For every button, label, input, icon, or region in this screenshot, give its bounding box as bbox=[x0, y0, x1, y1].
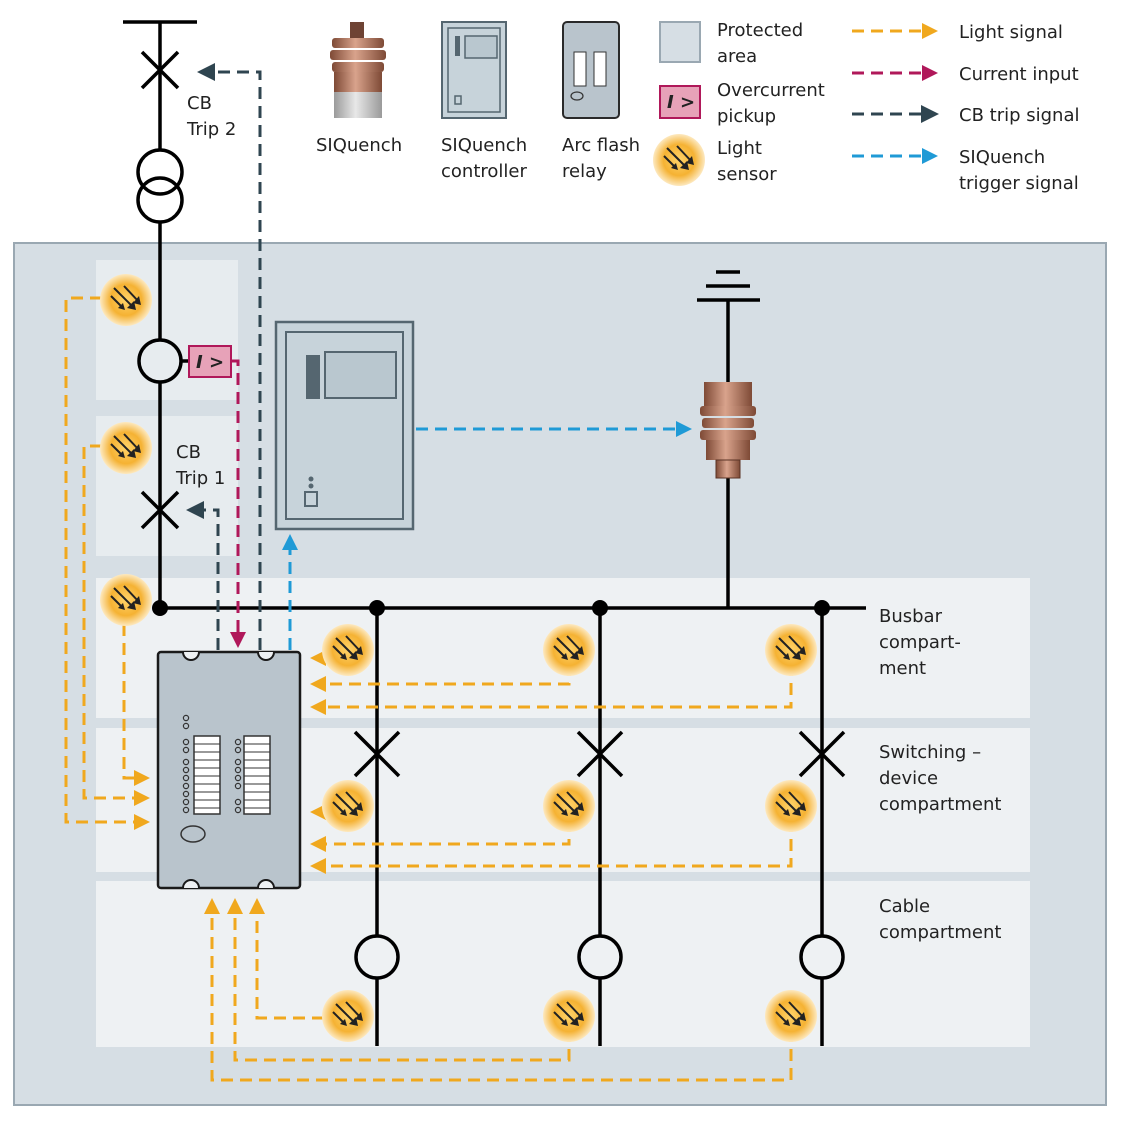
cb-trip2-signal bbox=[197, 63, 262, 650]
controller-legend-icon bbox=[441, 21, 507, 119]
light-sensor-busbar-3 bbox=[764, 623, 818, 677]
light-sensor-busbar-1 bbox=[321, 623, 375, 677]
cb-trip1-label: CB bbox=[176, 442, 201, 463]
legend-relay-label: Arc flash bbox=[562, 135, 640, 156]
light-sensor-busbar-left bbox=[99, 573, 153, 627]
switching-compartment-label: Switching – bbox=[879, 742, 981, 763]
light-sensor-switching-1 bbox=[321, 779, 375, 833]
busbar-compartment-label: Busbar bbox=[879, 606, 943, 627]
light-sensor-cable-3 bbox=[764, 989, 818, 1043]
legend-siquench-trigger-label-2: trigger signal bbox=[959, 173, 1079, 194]
light-signal-cable-1 bbox=[249, 898, 324, 1020]
cb-trip2-label-2: Trip 2 bbox=[186, 119, 236, 140]
light-sensor-upper bbox=[99, 273, 153, 327]
light-sensor-trip1 bbox=[99, 421, 153, 475]
siquench-controller bbox=[274, 320, 415, 531]
legend-overcurrent-label-2: pickup bbox=[717, 106, 776, 127]
overcurrent-pickup-swatch bbox=[659, 85, 701, 119]
light-sensor-switching-3 bbox=[764, 779, 818, 833]
cb-trip1-label-2: Trip 1 bbox=[175, 468, 225, 489]
light-sensor-cable-2 bbox=[542, 989, 596, 1043]
light-signal-trip1-sensor bbox=[82, 444, 150, 806]
legend-controller-label: SIQuench bbox=[441, 135, 527, 156]
light-sensor-legend-icon bbox=[652, 133, 706, 187]
overcurrent-pickup-symbol: I > bbox=[196, 352, 224, 373]
legend-light-sensor-label: Light bbox=[717, 138, 762, 159]
legend-controller-label-2: controller bbox=[441, 161, 527, 182]
legend-cb-trip-signal-label: CB trip signal bbox=[959, 105, 1080, 126]
legend: SIQuench SIQuench controller Arc flash r… bbox=[316, 20, 1080, 194]
light-signal-busbar-3 bbox=[310, 664, 793, 715]
legend-siquench-label: SIQuench bbox=[316, 135, 402, 156]
light-signal-cable-2 bbox=[227, 898, 571, 1062]
current-input-signal bbox=[230, 359, 246, 648]
siquench-device bbox=[697, 270, 760, 608]
busbar-compartment-label-3: ment bbox=[879, 658, 926, 679]
light-signal-upper-sensor bbox=[64, 296, 150, 830]
light-sensor-busbar-2 bbox=[542, 623, 596, 677]
cable-compartment-label: Cable bbox=[879, 896, 930, 917]
legend-current-input-label: Current input bbox=[959, 64, 1079, 85]
legend-light-signal-label: Light signal bbox=[959, 22, 1063, 43]
siquench-legend-icon bbox=[330, 22, 386, 118]
light-sensor-switching-2 bbox=[542, 779, 596, 833]
legend-overcurrent-label: Overcurrent bbox=[717, 80, 825, 101]
overcurrent-pickup bbox=[188, 345, 232, 378]
busbar-compartment-label-2: compart- bbox=[879, 632, 961, 653]
incoming-feeder bbox=[123, 20, 197, 608]
switching-compartment-label-2: device bbox=[879, 768, 938, 789]
legend-protected-area-label: Protected bbox=[717, 20, 803, 41]
switching-compartment-label-3: compartment bbox=[879, 794, 1001, 815]
transformer bbox=[136, 148, 184, 196]
light-signal-switching-3 bbox=[310, 820, 793, 874]
protected-area-swatch bbox=[659, 21, 701, 63]
legend-siquench-trigger-label: SIQuench bbox=[959, 147, 1045, 168]
legend-protected-area-label-2: area bbox=[717, 46, 757, 67]
arc-flash-relay bbox=[156, 650, 302, 890]
cb-trip2-label: CB bbox=[187, 93, 212, 114]
legend-light-sensor-label-2: sensor bbox=[717, 164, 777, 185]
cb-trip1-signal bbox=[186, 501, 220, 650]
legend-relay-label-2: relay bbox=[562, 161, 607, 182]
overcurrent-symbol: I > bbox=[667, 92, 695, 113]
cable-compartment-label-2: compartment bbox=[879, 922, 1001, 943]
light-signal-cable-3 bbox=[204, 898, 793, 1082]
relay-legend-icon bbox=[562, 21, 620, 119]
light-sensor-cable-1 bbox=[321, 989, 375, 1043]
outgoing-feeders bbox=[353, 608, 846, 1046]
light-signal-busbar-left-sensor bbox=[122, 624, 150, 786]
